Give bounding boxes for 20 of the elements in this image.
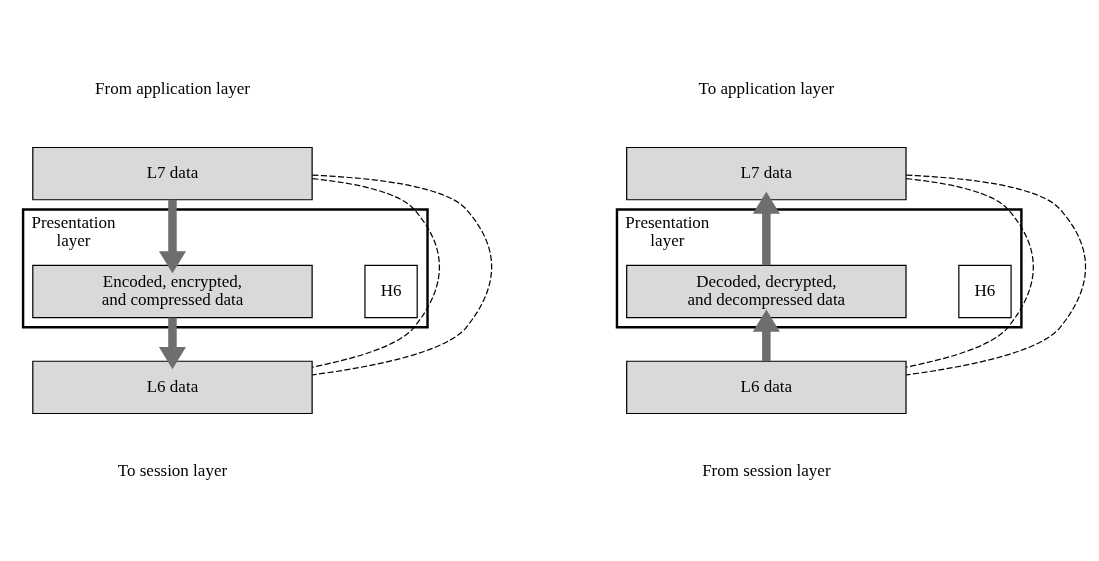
node-box: H6 <box>958 264 1012 319</box>
arrow <box>158 199 186 274</box>
node-box: L6 data <box>626 360 907 415</box>
node-box: L6 data <box>32 360 313 415</box>
node-label: From session layer <box>702 460 831 480</box>
node-label: To session layer <box>117 460 228 480</box>
arrow <box>752 191 780 266</box>
connector <box>311 174 493 376</box>
node-box: H6 <box>364 264 418 319</box>
arrow <box>752 309 780 362</box>
connector <box>311 178 440 368</box>
node-box: Decoded, decrypted, and decompressed data <box>626 264 907 319</box>
arrow <box>158 317 186 370</box>
node-box: L7 data <box>32 146 313 201</box>
node-box: Encoded, encrypted, and compressed data <box>32 264 313 319</box>
node-box: L7 data <box>626 146 907 201</box>
connector <box>905 174 1087 376</box>
node-label: To application layer <box>698 79 835 99</box>
connector <box>905 178 1034 368</box>
node-label: From application layer <box>95 79 250 99</box>
